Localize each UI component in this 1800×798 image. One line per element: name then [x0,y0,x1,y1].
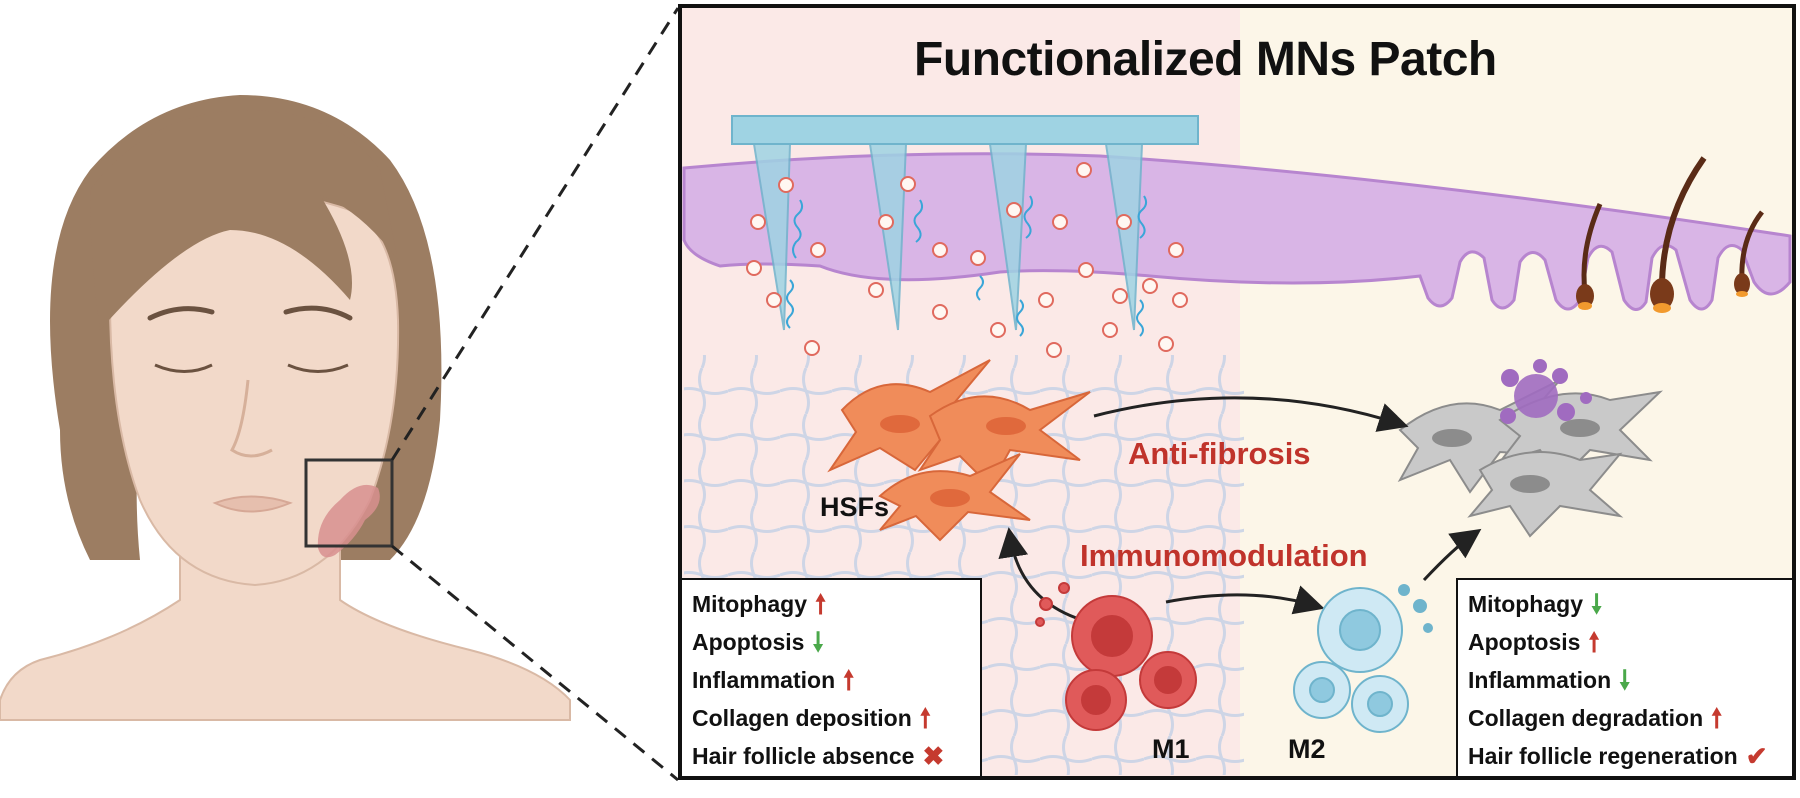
immunomodulation-label: Immunomodulation [1080,538,1368,573]
check-icon: ✔ [1745,741,1768,771]
right-brow [283,305,353,321]
effect-label: Inflammation [692,666,836,693]
effect-label: Mitophagy [1468,590,1583,617]
up-arrow-icon: 🠕 [919,703,931,733]
fibroblasts-hsf [827,359,1091,542]
zoom-panel-frame [678,4,1796,780]
effect-label: Hair follicle absence [692,742,915,769]
down-arrow-icon: 🠗 [1591,589,1603,619]
up-arrow-icon: 🠕 [1711,703,1723,733]
left-brow [147,306,215,321]
right-effect-row: Apoptosis 🠕 [1468,624,1600,660]
effect-label: Apoptosis [692,628,805,655]
right-effect-row: Collagen degradation 🠕 [1468,700,1722,736]
hair-follicle-1 [1581,203,1603,293]
scar [317,484,380,558]
up-arrow-icon: 🠕 [843,665,855,695]
woman-illustration [0,95,571,721]
zoom-line-top [390,7,680,461]
right-effect-row: Hair follicle regeneration ✔ [1468,738,1768,774]
right-eye [287,363,349,373]
dermis-layer [682,152,1792,311]
apoptotic-cell [1500,359,1592,424]
left-effect-row: Inflammation 🠕 [692,662,854,698]
effect-label: Collagen deposition [692,704,912,731]
diagram-title: Functionalized MNs Patch [914,33,1497,86]
down-arrow-icon: 🠗 [1619,665,1631,695]
up-arrow-icon: 🠕 [1588,627,1600,657]
left-effect-row: Mitophagy 🠕 [692,586,826,622]
left-effect-row: Collagen deposition 🠕 [692,700,931,736]
drug-molecules [786,195,1148,337]
left-effect-row: Apoptosis 🠗 [692,624,824,660]
arrow-anti-fibrosis [1093,396,1409,432]
m2-macrophages [1293,584,1433,733]
effect-label: Collagen degradation [1468,704,1704,731]
left-effect-row: Hair follicle absence ✖ [692,738,944,774]
effect-label: Inflammation [1468,666,1612,693]
m2-label: M2 [1288,734,1326,764]
effect-label: Mitophagy [692,590,807,617]
right-effect-row: Inflammation 🠗 [1468,662,1630,698]
zoom-region-box [304,458,394,548]
nose [230,379,273,458]
cross-icon: ✖ [922,741,945,771]
anti-fibrosis-label: Anti-fibrosis [1128,436,1311,471]
m1-macrophages [1035,582,1197,731]
left-effects-box: Mitophagy 🠕 Apoptosis 🠗 Inflammation 🠕 C… [680,578,982,778]
m1-label: M1 [1152,734,1190,764]
hsfs-label: HSFs [820,492,890,522]
arrow-m1-to-m2 [1165,585,1325,615]
vesicles [746,162,1188,358]
neck-shoulders [0,519,571,721]
right-effect-row: Mitophagy 🠗 [1468,586,1602,622]
left-eye [154,363,213,373]
effect-label: Hair follicle regeneration [1468,742,1738,769]
arrow-m2-to-treated [1422,528,1482,582]
zoom-line-bottom [391,544,679,782]
down-arrow-icon: 🠗 [812,627,824,657]
arrow-m1-to-hsf [998,527,1083,622]
right-effects-box: Mitophagy 🠗 Apoptosis 🠕 Inflammation 🠗 C… [1456,578,1794,778]
fringe [90,110,398,330]
up-arrow-icon: 🠕 [815,589,827,619]
effect-label: Apoptosis [1468,628,1581,655]
lips [212,495,293,513]
